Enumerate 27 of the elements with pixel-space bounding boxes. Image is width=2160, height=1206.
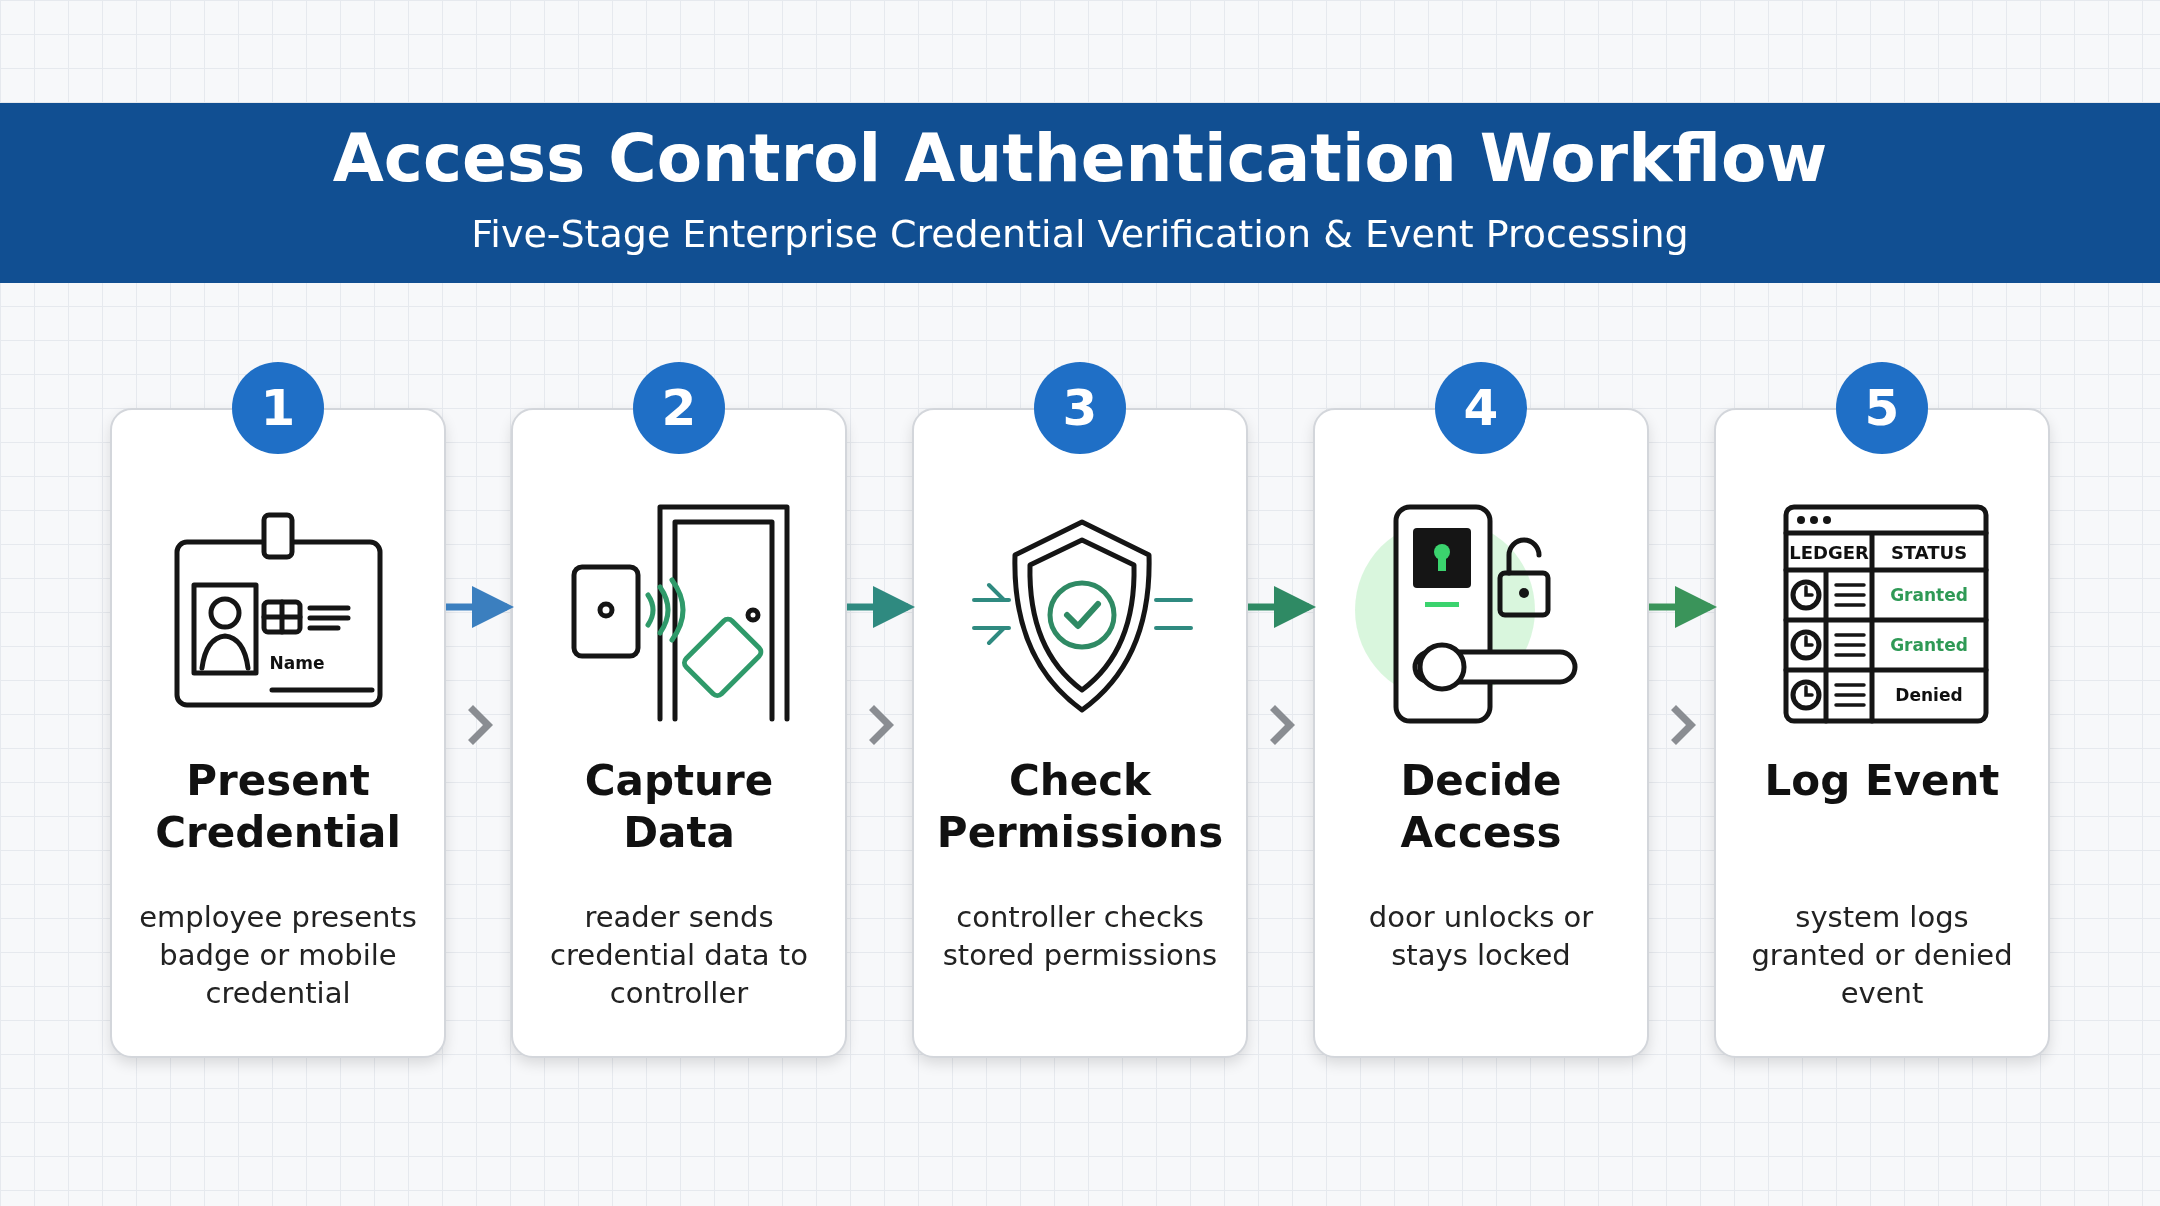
arrow bbox=[1649, 586, 1717, 628]
stage-title: Log Event bbox=[1763, 755, 2001, 807]
stage-title: Capture Data bbox=[583, 755, 775, 859]
stage-description: door unlocks or stays locked bbox=[1367, 899, 1595, 974]
step-number: 5 bbox=[1836, 362, 1928, 454]
arrow bbox=[847, 586, 915, 628]
status-text: Granted bbox=[1890, 585, 1968, 605]
step-number: 4 bbox=[1435, 362, 1527, 454]
stage-description: employee presents badge or mobile credential bbox=[138, 899, 418, 1012]
stage-title: Decide Access bbox=[1399, 755, 1563, 859]
column-header: LEDGER bbox=[1789, 541, 1869, 563]
status-text: Denied bbox=[1895, 685, 1963, 705]
step-number: 1 bbox=[232, 362, 324, 454]
stage-title: Check Permissions bbox=[935, 755, 1225, 859]
stage-title: Present Credential bbox=[154, 755, 402, 859]
column-header: STATUS bbox=[1890, 541, 1968, 563]
step-number: 2 bbox=[633, 362, 725, 454]
stage-description: system logs granted or denied event bbox=[1750, 899, 2014, 1012]
stage-description: reader sends credential data to controller bbox=[549, 899, 809, 1012]
stage-description: controller checks stored permissions bbox=[941, 899, 1219, 974]
arrow bbox=[446, 586, 514, 628]
arrow bbox=[1248, 586, 1316, 628]
badge-name-text: Name bbox=[269, 653, 325, 673]
subtitle: Five-Stage Enterprise Credential Verification & Event Processing bbox=[470, 212, 1690, 256]
title: Access Control Authentication Workflow bbox=[331, 120, 1829, 197]
step-number: 3 bbox=[1034, 362, 1126, 454]
status-text: Granted bbox=[1890, 635, 1968, 655]
